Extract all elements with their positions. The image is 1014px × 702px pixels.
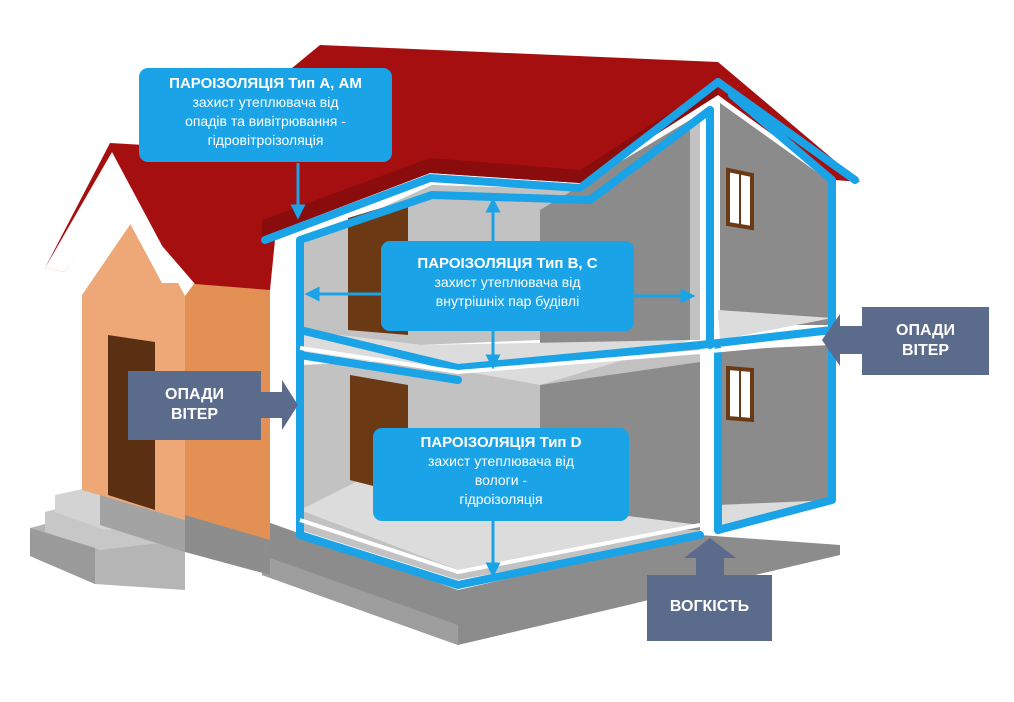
membrane-highlight [299, 338, 833, 574]
callout-line: захист утеплювача від [434, 274, 581, 290]
callout-line: гідровітроізоляція [207, 132, 324, 148]
tag-line: ВІТЕР [170, 406, 219, 423]
tag-moisture: ВОГКІСТЬ [647, 575, 772, 641]
callout-title: ПАРОІЗОЛЯЦІЯ Тип B, C [417, 255, 598, 272]
callout-title: ПАРОІЗОЛЯЦІЯ Тип А, АМ [169, 75, 362, 92]
callout-line: захист утеплювача від [192, 94, 339, 110]
callout-type-d: ПАРОІЗОЛЯЦІЯ Тип D захист утеплювача від… [373, 428, 629, 521]
arrow-up-icon [684, 538, 736, 575]
weather-arrows [261, 314, 862, 575]
pointer-arrows [290, 163, 696, 578]
callout-line: гідроізоляція [459, 491, 543, 507]
tag-precipitation-wind-right: ОПАДИ ВІТЕР [862, 307, 989, 375]
callout-title: ПАРОІЗОЛЯЦІЯ Тип D [420, 434, 582, 451]
arrow-right-icon [261, 380, 298, 430]
callout-line: захист утеплювача від [427, 453, 575, 469]
callout-type-a: ПАРОІЗОЛЯЦІЯ Тип А, АМ захист утеплювача… [139, 68, 392, 162]
arrow-left-icon [822, 314, 862, 366]
callout-line: опадів та вивітрювання - [185, 113, 346, 129]
tag-line: ОПАДИ [896, 322, 955, 339]
tag-line: ВІТЕР [901, 342, 950, 359]
membrane-lines [261, 78, 859, 589]
callout-type-bc: ПАРОІЗОЛЯЦІЯ Тип B, C захист утеплювача … [381, 241, 634, 331]
callout-line: вологи - [474, 472, 528, 488]
tag-line: ОПАДИ [165, 386, 224, 403]
annex-roof [45, 143, 275, 290]
callout-line: внутрішніх пар будівлі [435, 293, 580, 309]
tag-line: ВОГКІСТЬ [669, 598, 750, 615]
tag-precipitation-wind-left: ОПАДИ ВІТЕР [128, 371, 261, 440]
